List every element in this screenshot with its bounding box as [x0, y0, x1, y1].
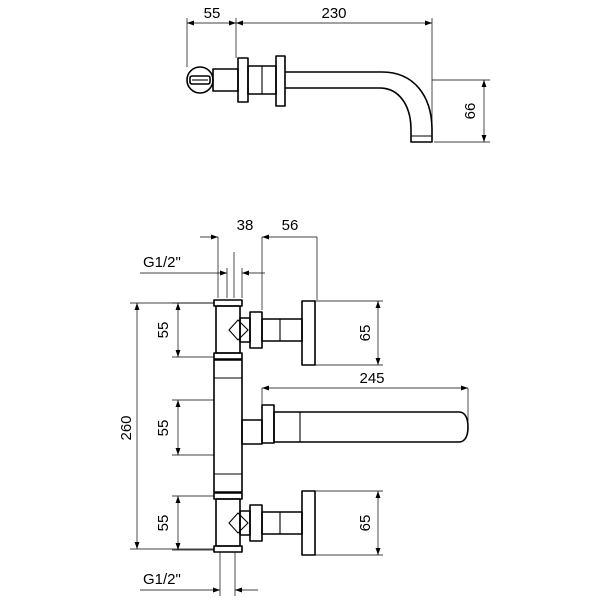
thread-label-bottom: G1/2" [143, 571, 181, 588]
front-dimensions: 38 56 G1/2" 260 55 65 [118, 217, 469, 596]
dim-65-upper-handle: 65 [357, 325, 374, 342]
spout-front [273, 411, 469, 443]
dim-65-lower-handle: 65 [357, 515, 374, 532]
top-dimensions: 55 230 66 [186, 5, 490, 143]
dim-55-top-view: 55 [204, 5, 221, 22]
dim-56: 56 [282, 217, 299, 234]
body-block [212, 68, 239, 92]
mixer-body-column [213, 359, 243, 493]
upper-valve-body [215, 305, 241, 354]
lower-valve-body [215, 498, 241, 547]
dim-230: 230 [321, 5, 346, 22]
spout-top [285, 71, 433, 143]
upper-valve-stem [261, 318, 303, 342]
upper-cross-handle [301, 300, 316, 366]
front-view: 38 56 G1/2" 260 55 65 [118, 217, 469, 596]
wall-outlet-insert [189, 75, 211, 85]
mixer-body [213, 359, 469, 493]
dim-55-upper-valve: 55 [155, 322, 172, 339]
lower-valve-stem [261, 511, 303, 535]
spout-flange [261, 404, 275, 444]
dim-55-mixer: 55 [155, 420, 172, 437]
lower-cross-handle [301, 490, 316, 556]
top-view-body [186, 55, 433, 143]
upper-valve [213, 299, 316, 366]
lower-valve [213, 490, 316, 556]
top-view: 55 230 66 [186, 5, 490, 143]
lower-valve-flange [249, 504, 263, 542]
upper-valve-flange [249, 311, 263, 349]
cross-handle-top [275, 55, 286, 107]
dim-245: 245 [359, 370, 384, 387]
dim-38: 38 [237, 217, 254, 234]
valve-flange [237, 57, 249, 103]
thread-label-top: G1/2" [143, 254, 181, 271]
dim-55-lower-valve: 55 [155, 515, 172, 532]
dim-260: 260 [118, 415, 135, 440]
dim-66: 66 [462, 103, 479, 120]
